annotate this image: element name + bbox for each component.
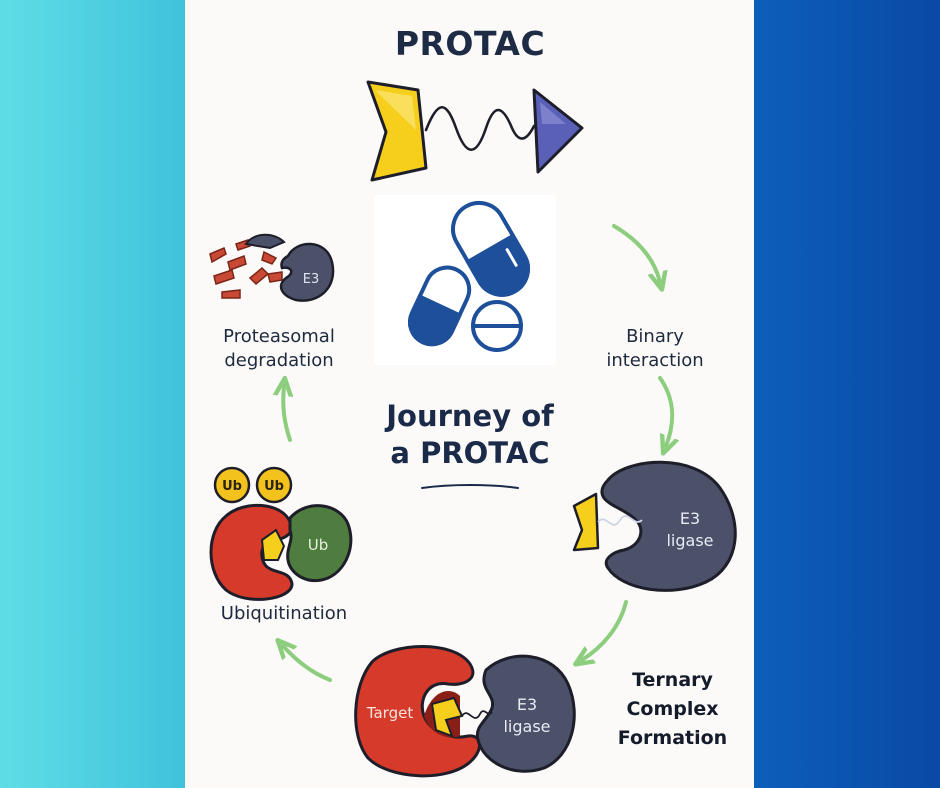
center-title-line1: Journey of	[386, 399, 554, 433]
ub-bubble-1-label: Ub	[222, 479, 242, 494]
step-degradation-line1: Proteasomal	[223, 326, 335, 347]
step-ubiquitination: Ubiquitination	[220, 603, 348, 624]
ubiquitination-illustration	[209, 466, 353, 601]
ub-protein-label: Ub	[308, 536, 329, 554]
binary-e3-label: E3	[680, 509, 700, 528]
center-title: Journey of a PROTAC	[370, 398, 570, 472]
center-title-line2: a PROTAC	[390, 436, 550, 470]
ternary-ligase-label: ligase	[503, 717, 550, 736]
binary-complex-illustration	[572, 460, 737, 592]
step-binary-interaction: Binary interaction	[585, 325, 725, 373]
step-proteasomal-degradation: Proteasomal degradation	[204, 325, 354, 373]
step-degradation-line2: degradation	[224, 350, 334, 371]
left-color-band	[0, 0, 185, 788]
pills-icon	[374, 195, 556, 365]
degradation-e3-label: E3	[303, 272, 320, 287]
step-ternary-line2: Complex	[626, 698, 719, 720]
ternary-complex-illustration	[354, 645, 576, 778]
step-binary-line1: Binary	[626, 326, 684, 347]
right-color-band	[754, 0, 940, 788]
ub-bubble-2-label: Ub	[264, 479, 284, 494]
title-underline	[421, 484, 519, 489]
step-ternary-line3: Formation	[617, 727, 728, 749]
step-ternary-line1: Ternary	[632, 669, 713, 691]
ternary-target-label: Target	[366, 704, 414, 722]
step-binary-line2: interaction	[606, 350, 704, 371]
degradation-illustration	[209, 233, 335, 302]
step-ternary-complex: Ternary Complex Formation	[605, 666, 740, 753]
binary-ligase-label: ligase	[666, 531, 713, 550]
protac-molecule-icon	[366, 80, 584, 182]
ternary-e3-label: E3	[517, 695, 537, 714]
page-title: PROTAC	[394, 24, 546, 63]
cycle-arrow-icon	[283, 224, 672, 682]
